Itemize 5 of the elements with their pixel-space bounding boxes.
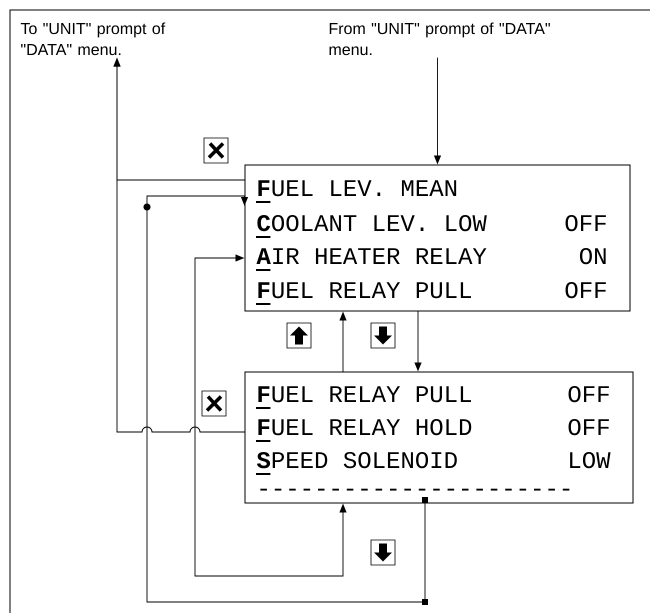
note-text: To "UNIT" prompt of "DATA" menu. [20, 22, 166, 56]
arrow [144, 196, 428, 605]
menu-screen: FUEL RELAY PULL OFF FUEL RELAY HOLD OFF SPEED SOLENOID LOW ---------------------- [244, 372, 634, 504]
menu-screen: FUEL LEV. MEAN COOLANT LEV. LOW OFF AIR HEATER RELAY ON FUEL RELAY PULL OFF [244, 164, 630, 312]
note-text: From "UNIT" prompt of "DATA" menu. [330, 22, 550, 56]
